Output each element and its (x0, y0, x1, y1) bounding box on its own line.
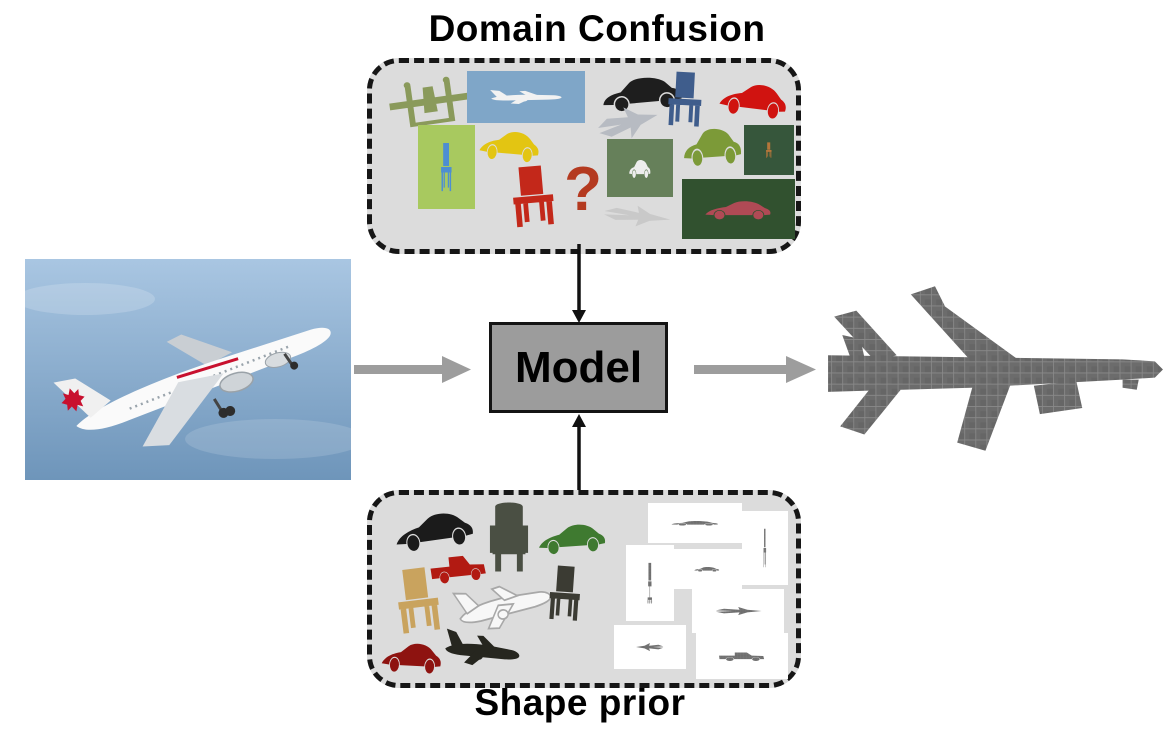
voxel-office-chair (626, 545, 674, 621)
render-blue-chair (661, 70, 710, 128)
output-voxel-airplane (820, 272, 1168, 470)
shape-prior-items (372, 495, 796, 683)
cad-gray-armchair (486, 501, 532, 573)
render-gray-jet (599, 199, 673, 232)
voxel-pickup (696, 633, 788, 679)
cad-dark-airplane (439, 624, 524, 677)
shape-prior-arrow (572, 414, 586, 491)
photo-white-rally-car (607, 139, 673, 197)
voxel-beetle-car (672, 549, 742, 589)
cad-red-pickup (426, 546, 489, 588)
photo-wooden-chair (744, 125, 794, 175)
airplane-image (25, 259, 351, 480)
voxel-sedan (648, 503, 742, 543)
cad-black-sportscar (389, 499, 479, 558)
model-box: Model (489, 322, 668, 413)
render-green-car (678, 119, 745, 171)
render-red-sportscar (715, 71, 792, 125)
shape-prior-box (367, 490, 801, 688)
render-gray-fighter-jet (590, 95, 664, 151)
cad-wooden-chair (386, 564, 450, 636)
domain-confusion-title: Domain Confusion (428, 8, 766, 49)
voxel-airplane-image (828, 286, 1163, 451)
photo-maroon-car (682, 179, 795, 239)
voxel-airplane-right (692, 589, 784, 633)
domain-confusion-box: ? (367, 58, 801, 254)
input-airplane-photo (25, 259, 351, 480)
cad-green-convertible (535, 515, 610, 560)
cad-red-car (379, 633, 445, 678)
domain-confusion-items: ? (372, 63, 796, 249)
voxel-chair (742, 511, 788, 585)
cad-white-airliner (449, 567, 558, 643)
render-yellow-sportscar (476, 120, 543, 167)
domain-confusion-arrow (572, 244, 586, 323)
cad-dark-chair (542, 564, 588, 623)
shape-prior-title: Shape prior (474, 682, 686, 723)
question-mark: ? (564, 155, 602, 224)
photo-blue-chair (418, 125, 475, 209)
voxel-airplane-left (614, 625, 686, 669)
input-arrow (354, 356, 471, 383)
model-label: Model (514, 342, 643, 392)
output-arrow (694, 356, 816, 383)
photo-airliner-airport (467, 71, 585, 123)
render-red-metal-chair (502, 163, 563, 230)
render-green-prop-plane (385, 71, 476, 136)
